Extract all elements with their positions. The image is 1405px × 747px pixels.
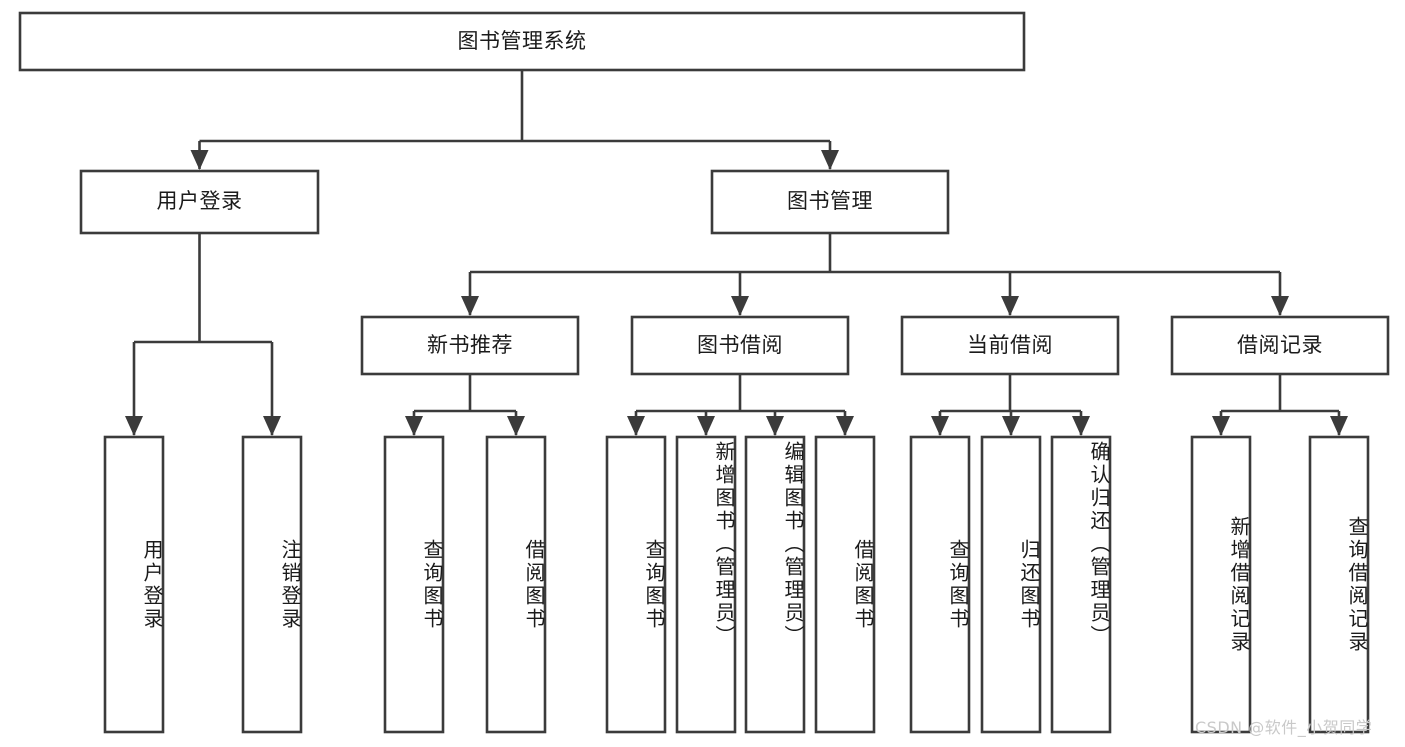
arrow-user-login-to-leaf-user-logout	[263, 416, 281, 436]
node-box-leaf-borrow-book-1[interactable]	[485, 435, 547, 734]
node-box-leaf-user-logout[interactable]	[241, 435, 303, 734]
node-box-leaf-add-record[interactable]	[1190, 435, 1252, 734]
node-layer	[18, 11, 1390, 734]
node-box-current-borrow[interactable]	[900, 315, 1120, 376]
node-box-leaf-query-record[interactable]	[1308, 435, 1370, 734]
node-box-leaf-return-book[interactable]	[980, 435, 1042, 734]
node-box-leaf-add-book[interactable]	[675, 435, 737, 734]
arrow-borrow-record-to-leaf-add-record	[1212, 416, 1230, 436]
arrow-new-book-recommend-to-leaf-query-book-1	[405, 416, 423, 436]
node-box-user-login[interactable]	[79, 169, 320, 235]
connector-layer	[125, 70, 1348, 436]
node-box-root[interactable]	[18, 11, 1026, 72]
node-box-book-management[interactable]	[710, 169, 950, 235]
node-box-book-borrow[interactable]	[630, 315, 850, 376]
arrow-book-borrow-to-leaf-edit-book	[766, 416, 784, 436]
node-box-borrow-record[interactable]	[1170, 315, 1390, 376]
csdn-watermark: CSDN @软件_小贺同学	[1195, 718, 1373, 737]
arrow-user-login-to-leaf-user-login	[125, 416, 143, 436]
arrow-bookmgmt-to-book-borrow	[731, 296, 749, 316]
arrow-book-borrow-to-leaf-add-book	[697, 416, 715, 436]
node-box-leaf-confirm-return[interactable]	[1050, 435, 1112, 734]
node-box-new-book-recommend[interactable]	[360, 315, 580, 376]
node-box-leaf-query-book-2[interactable]	[605, 435, 667, 734]
arrow-book-borrow-to-leaf-borrow-book-2	[836, 416, 854, 436]
arrow-current-borrow-to-leaf-confirm-return	[1072, 416, 1090, 436]
node-box-leaf-borrow-book-2[interactable]	[814, 435, 876, 734]
arrow-current-borrow-to-leaf-return-book	[1002, 416, 1020, 436]
node-box-leaf-query-book-1[interactable]	[383, 435, 445, 734]
node-box-leaf-edit-book[interactable]	[744, 435, 806, 734]
arrow-current-borrow-to-leaf-query-book-3	[931, 416, 949, 436]
arrow-bookmgmt-to-borrow-record	[1271, 296, 1289, 316]
arrow-book-borrow-to-leaf-query-book-2	[627, 416, 645, 436]
node-box-leaf-user-login[interactable]	[103, 435, 165, 734]
node-box-leaf-query-book-3[interactable]	[909, 435, 971, 734]
arrow-root-to-user-login	[190, 150, 209, 170]
arrow-new-book-recommend-to-leaf-borrow-book-1	[507, 416, 525, 436]
arrow-bookmgmt-to-new-book-recommend	[461, 296, 479, 316]
arrow-root-to-book-management	[821, 150, 839, 170]
arrow-bookmgmt-to-current-borrow	[1001, 296, 1019, 316]
arrow-borrow-record-to-leaf-query-record	[1330, 416, 1348, 436]
